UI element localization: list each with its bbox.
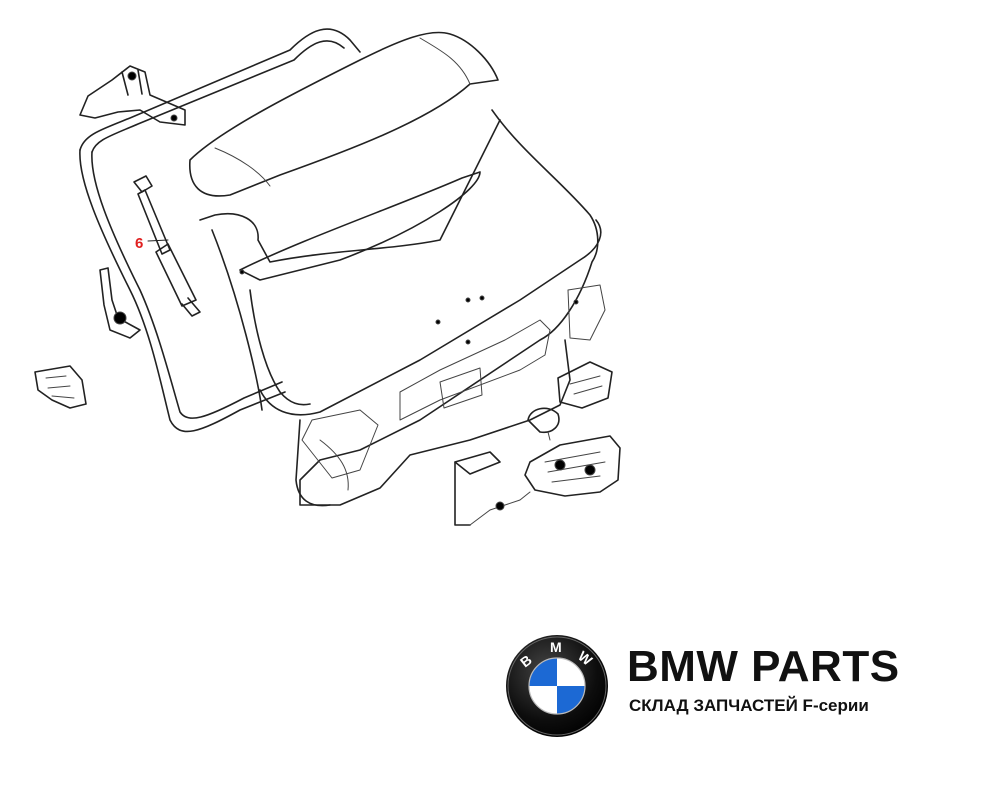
actuator-part: [557, 361, 613, 409]
tailgate-frame: [199, 119, 501, 411]
striker-part: [34, 365, 87, 409]
logo-letter-m: M: [550, 639, 562, 655]
brand-subtitle: СКЛАД ЗАПЧАСТЕЙ F-серии: [629, 696, 869, 715]
brand-title: BMW PARTS: [627, 642, 900, 691]
spoiler-part: [189, 31, 499, 197]
bmw-logo-icon: B M W: [506, 635, 608, 737]
tailgate-seal: [79, 28, 361, 433]
bracket-part: [99, 267, 141, 339]
gas-strut-part: 6: [133, 175, 201, 317]
callout-number: 6: [135, 235, 143, 252]
tailgate-outer-panel: [249, 109, 606, 507]
cap-part: [527, 407, 560, 441]
latch-part: [524, 435, 621, 497]
release-handle-part: [454, 451, 531, 526]
brand-block: B M W BMW PARTS СКЛАД ЗАПЧАСТЕЙ F-серии: [505, 632, 985, 742]
bolt-markers: [239, 269, 579, 345]
hinge-part: [79, 65, 186, 126]
tailgate-parts-diagram: 6: [34, 28, 621, 526]
